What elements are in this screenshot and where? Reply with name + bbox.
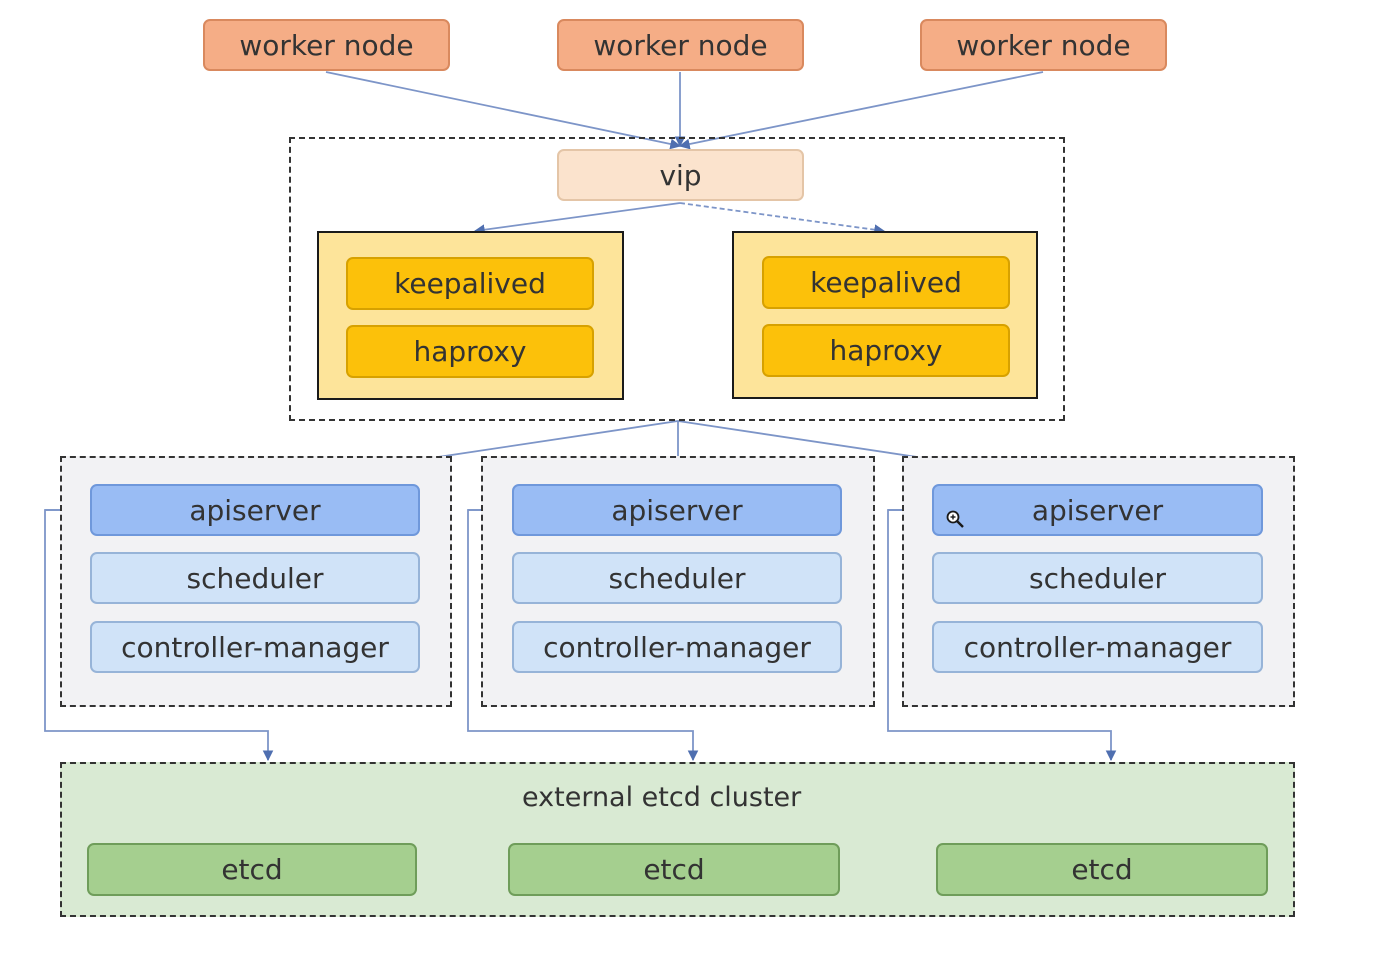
scheduler-box-2: scheduler bbox=[512, 552, 842, 604]
connector-vip-lb1 bbox=[473, 202, 681, 236]
apiserver-box-3: apiserver bbox=[932, 484, 1263, 536]
vip-box: vip bbox=[557, 149, 804, 201]
keepalived-box-2: keepalived bbox=[762, 256, 1010, 309]
scheduler-box-1: scheduler bbox=[90, 552, 420, 604]
controller-manager-box-2: controller-manager bbox=[512, 621, 842, 673]
etcd-box-1: etcd bbox=[87, 843, 417, 896]
etcd-box-2: etcd bbox=[508, 843, 840, 896]
worker-node-2: worker node bbox=[557, 19, 804, 71]
controller-manager-box-1: controller-manager bbox=[90, 621, 420, 673]
haproxy-box-2: haproxy bbox=[762, 324, 1010, 377]
connector-worker1-vip bbox=[325, 71, 682, 150]
etcd-box-3: etcd bbox=[936, 843, 1268, 896]
apiserver-box-2: apiserver bbox=[512, 484, 842, 536]
scheduler-box-3: scheduler bbox=[932, 552, 1263, 604]
connector-vip-lb2 bbox=[679, 202, 886, 236]
worker-node-1: worker node bbox=[203, 19, 450, 71]
controller-manager-box-3: controller-manager bbox=[932, 621, 1263, 673]
etcd-cluster-label: external etcd cluster bbox=[522, 782, 802, 813]
haproxy-box-1: haproxy bbox=[346, 325, 594, 378]
zoom-cursor-icon bbox=[946, 510, 964, 528]
keepalived-box-1: keepalived bbox=[346, 257, 594, 310]
connector-worker3-vip bbox=[678, 71, 1044, 150]
apiserver-box-1: apiserver bbox=[90, 484, 420, 536]
worker-node-3: worker node bbox=[920, 19, 1167, 71]
load-balancer-group bbox=[289, 137, 1065, 421]
